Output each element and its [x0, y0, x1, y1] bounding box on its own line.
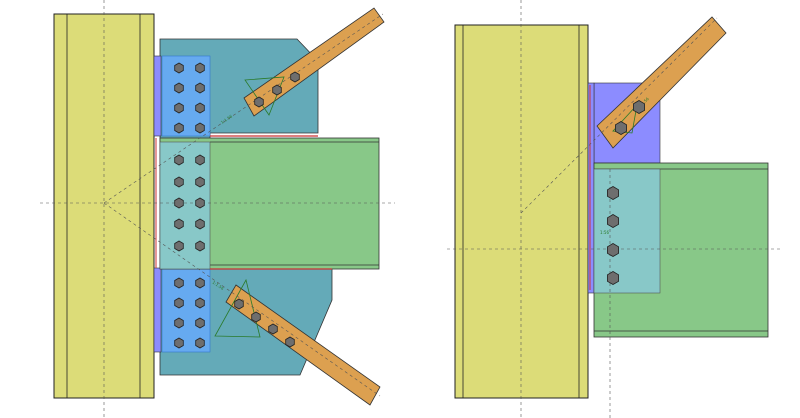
brace-right [596, 16, 727, 149]
hexagon-bolt-icon [195, 337, 205, 349]
bolt-group-right [607, 100, 645, 285]
hexagon-bolt-icon [285, 336, 295, 348]
end-plate-right [587, 82, 595, 294]
hexagon-bolt-icon [174, 102, 184, 114]
hexagon-bolt-icon [251, 311, 261, 323]
brace-triangle-lower [214, 278, 261, 338]
hexagon-bolt-icon [195, 277, 205, 289]
hexagon-bolt-icon [174, 277, 184, 289]
right-connection-view: 1:1.56 1:56 [447, 0, 780, 418]
hexagon-bolt-icon [174, 176, 184, 188]
bolt-group-left [174, 62, 300, 349]
hexagon-bolt-icon [174, 122, 184, 134]
hexagon-bolt-icon [195, 317, 205, 329]
end-plate-upper [153, 55, 162, 137]
dim-label-left-lower: 1:1.56 [211, 280, 225, 292]
hexagon-bolt-icon [254, 96, 264, 108]
hexagon-bolt-icon [268, 323, 278, 335]
hexagon-bolt-icon [174, 240, 184, 252]
hexagon-bolt-icon [174, 218, 184, 230]
hexagon-bolt-icon [195, 176, 205, 188]
brace-triangle-upper [244, 76, 285, 116]
hexagon-bolt-icon [234, 298, 244, 310]
hexagon-bolt-icon [195, 102, 205, 114]
hexagon-bolt-icon [633, 100, 645, 114]
hexagon-bolt-icon [174, 337, 184, 349]
brace-lower [225, 284, 381, 406]
shear-tab-right [593, 168, 661, 294]
column-section-right [454, 24, 589, 399]
hexagon-bolt-icon [174, 197, 184, 209]
hexagon-bolt-icon [272, 84, 282, 96]
hexagon-bolt-icon [607, 243, 619, 257]
dim-label-right-lower: 1:56 [600, 230, 609, 235]
hexagon-bolt-icon [607, 271, 619, 285]
hexagon-bolt-icon [174, 62, 184, 74]
hexagon-bolt-icon [195, 240, 205, 252]
hexagon-bolt-icon [290, 71, 300, 83]
hexagon-bolt-icon [607, 214, 619, 228]
hexagon-bolt-icon [615, 121, 627, 135]
left-connection-view: 1:1.56 1:1.56 [40, 0, 395, 418]
hexagon-bolt-icon [195, 82, 205, 94]
work-lines-left [40, 0, 395, 418]
hexagon-bolt-icon [174, 154, 184, 166]
hexagon-bolt-icon [195, 297, 205, 309]
hexagon-bolt-icon [195, 62, 205, 74]
hexagon-bolt-icon [174, 297, 184, 309]
dim-label-left-upper: 1:1.56 [220, 113, 234, 125]
hexagon-bolt-icon [195, 122, 205, 134]
end-plate-lower [153, 267, 162, 353]
hexagon-bolt-icon [195, 154, 205, 166]
hexagon-bolt-icon [607, 186, 619, 200]
hexagon-bolt-icon [174, 317, 184, 329]
hexagon-bolt-icon [174, 82, 184, 94]
hexagon-bolt-icon [195, 218, 205, 230]
hexagon-bolt-icon [195, 197, 205, 209]
work-lines-right [447, 0, 780, 418]
